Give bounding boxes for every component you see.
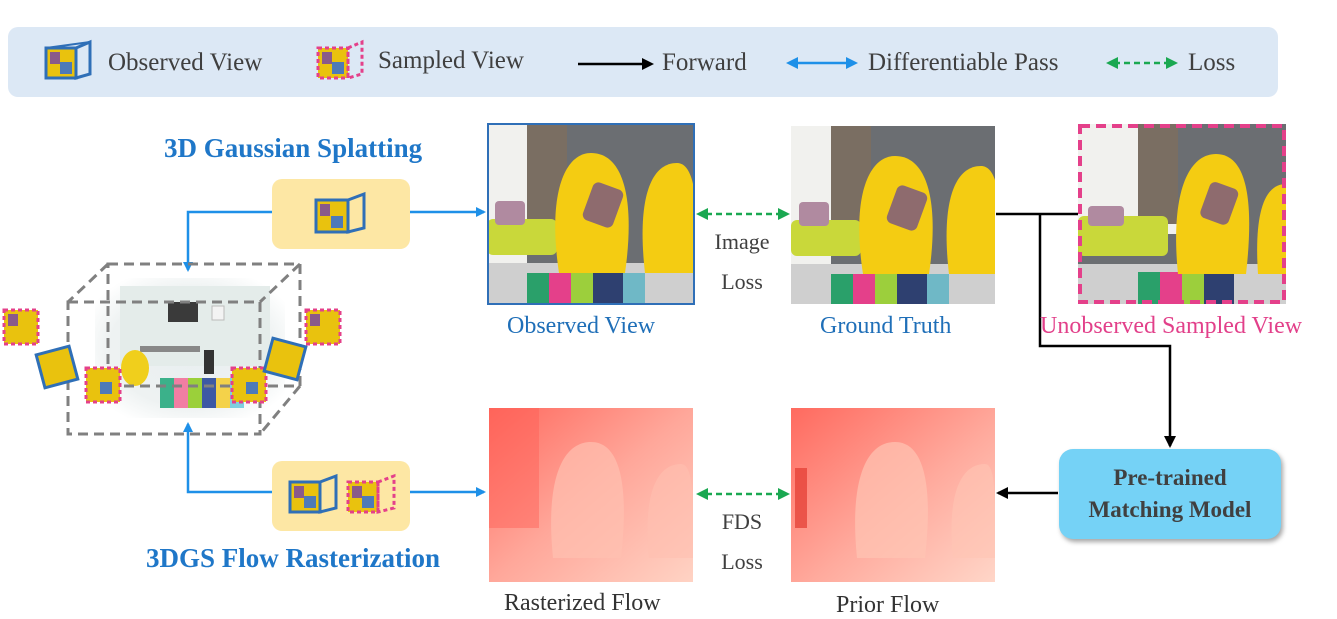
image-loss-line2: Loss [721,269,763,294]
matching-model-line1: Pre-trained [1113,465,1227,490]
fds-loss-label: FDS Loss [706,502,778,582]
fds-loss-line2: Loss [721,549,763,574]
sampled-camera-icon [316,39,364,80]
gaussian-splatting-title: 3D Gaussian Splatting [164,133,423,163]
unobserved-sampled-view-caption: Unobserved Sampled View [1040,313,1303,339]
scene-3d-box [2,262,342,436]
rasterized-flow-caption: Rasterized Flow [504,590,661,616]
observed-camera-icon-top [314,191,366,234]
ground-truth-caption: Ground Truth [820,313,952,339]
observed-camera-icon-bottom [288,473,338,514]
rasterized-flow-image [489,408,693,582]
scene-cameras [2,308,342,404]
legend-loss-arrow [1106,57,1178,69]
observed-view-image [487,123,695,305]
observed-camera-icon [44,39,92,80]
image-loss-label: Image Loss [706,222,778,302]
legend-forward-arrow [578,58,654,70]
prior-flow-image [791,408,995,582]
matching-model-line2: Matching Model [1088,497,1252,522]
legend-forward: Forward [662,49,747,76]
unobserved-sampled-view-image [1078,124,1286,304]
image-loss-line1: Image [714,229,770,254]
fds-loss-line1: FDS [721,509,763,534]
legend-differentiable-pass: Differentiable Pass [868,49,1059,76]
flow-rasterization-title: 3DGS Flow Rasterization [146,543,440,573]
legend-differentiable-arrow [786,57,858,69]
legend-observed-view: Observed View [108,49,263,76]
legend-loss: Loss [1188,49,1236,76]
prior-flow-caption: Prior Flow [836,592,940,618]
ground-truth-image [791,126,995,304]
legend-sampled-view: Sampled View [378,47,524,74]
observed-view-caption: Observed View [507,313,656,339]
sampled-camera-icon-bottom [346,473,396,514]
matching-model-box: Pre-trained Matching Model [1059,449,1281,539]
